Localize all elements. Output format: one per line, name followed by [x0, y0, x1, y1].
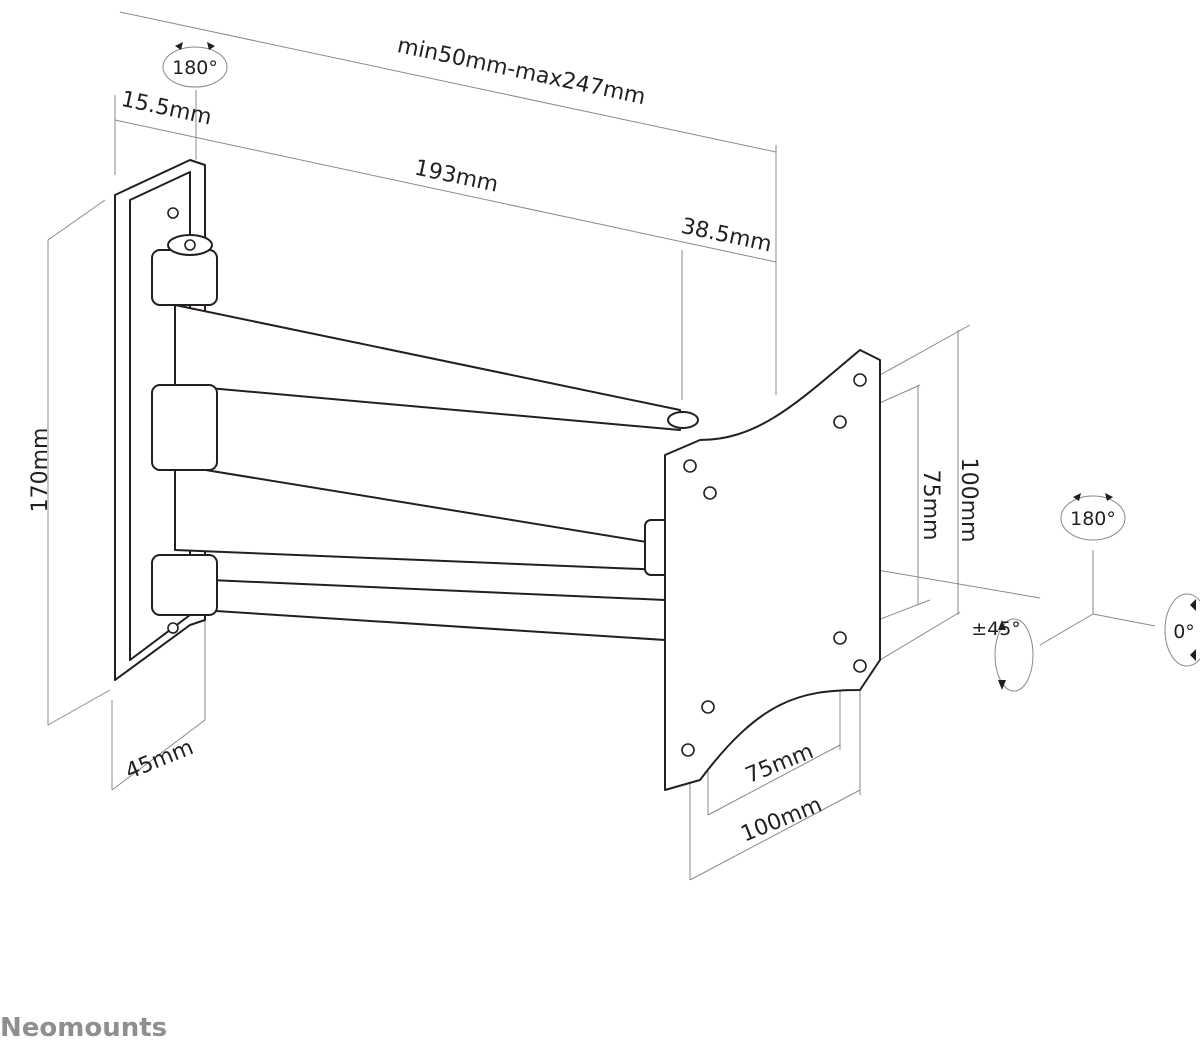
label-vesa-horizontal-min: 75mm	[742, 739, 817, 789]
label-vesa-vertical-min: 75mm	[918, 470, 943, 541]
label-vesa-horizontal-max: 100mm	[738, 792, 826, 847]
label-vesa-vertical-max: 100mm	[956, 458, 981, 543]
label-wall-plate-width: 45mm	[122, 735, 197, 785]
label-arm-length: 193mm	[412, 156, 500, 198]
rotate-arrows-icon	[1190, 599, 1196, 661]
label-extension: min50mm-max247mm	[395, 33, 648, 110]
rotation-badge-plate: 180°	[1060, 493, 1126, 541]
dimension-lines	[47, 11, 1041, 881]
svg-text:±45°: ±45°	[971, 618, 1021, 640]
rotation-axis	[1039, 550, 1156, 646]
vesa-plate	[664, 349, 881, 791]
brand-logo: Neomounts	[0, 1013, 167, 1043]
rotation-badge-arm: 180°	[162, 42, 228, 88]
rotate-arrows-icon	[175, 42, 215, 50]
swing-arms	[151, 234, 699, 641]
rotation-badge-tilt: ±45°	[971, 618, 1034, 692]
svg-text:180°: 180°	[1070, 508, 1116, 530]
label-wall-plate-height: 170mm	[28, 428, 53, 513]
svg-text:180°: 180°	[172, 57, 218, 79]
svg-text:0°: 0°	[1173, 621, 1195, 643]
rotation-badge-rotate: 0°	[1164, 593, 1200, 667]
rotate-arrows-icon	[1073, 493, 1113, 501]
